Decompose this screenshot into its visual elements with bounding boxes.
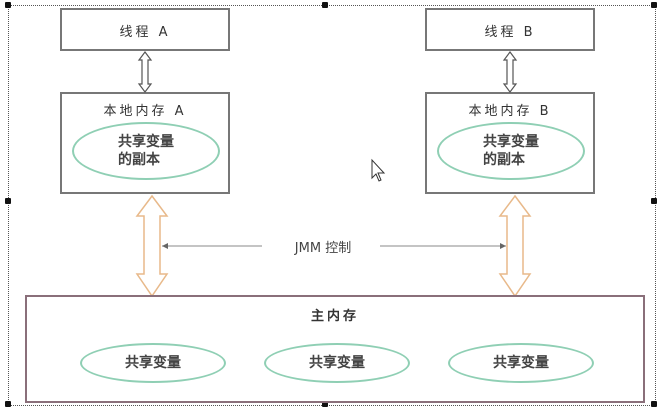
shared-copy-a-ellipse: 共享变量的副本 [72, 122, 220, 180]
copy-a-line1: 共享变量 [118, 134, 174, 150]
shared-variable-1: 共享变量 [125, 355, 181, 371]
shared-variable-ellipse-2: 共享变量 [264, 343, 410, 383]
resize-handle-b[interactable] [322, 401, 328, 407]
thread-a-double-arrow [137, 51, 153, 93]
copy-b-line1: 共享变量 [483, 134, 539, 150]
resize-handle-r[interactable] [651, 198, 657, 204]
resize-handle-bl[interactable] [5, 401, 11, 407]
thread-b-double-arrow [502, 51, 518, 93]
resize-handle-br[interactable] [651, 401, 657, 407]
resize-handle-tl[interactable] [5, 2, 11, 8]
resize-handle-l[interactable] [5, 198, 11, 204]
jmm-arrowhead-right [500, 243, 506, 249]
main-memory-label: 主内存 [310, 309, 359, 324]
local-memory-b-label: 本地内存 B [468, 104, 552, 119]
main-memory-box: 主内存 共享变量 共享变量 共享变量 [25, 295, 645, 403]
local-memory-a-label: 本地内存 A [103, 104, 187, 119]
thread-b-label: 线程 B [484, 25, 536, 40]
shared-variable-ellipse-3: 共享变量 [448, 343, 594, 383]
local-memory-a-box: 本地内存 A 共享变量的副本 [60, 92, 230, 194]
thread-a-label: 线程 A [119, 25, 171, 40]
shared-copy-b-ellipse: 共享变量的副本 [437, 122, 585, 180]
selection-frame[interactable] [8, 5, 656, 406]
mouse-cursor-icon [371, 158, 386, 182]
thread-b-box: 线程 B [425, 8, 595, 51]
jmm-arrowhead-left [162, 243, 168, 249]
resize-handle-t[interactable] [322, 2, 328, 8]
resize-handle-tr[interactable] [651, 2, 657, 8]
copy-a-line2: 的副本 [118, 152, 160, 168]
local-memory-b-box: 本地内存 B 共享变量的副本 [425, 92, 595, 194]
copy-b-line2: 的副本 [483, 152, 525, 168]
jmm-control-label: JMM 控制 [294, 241, 352, 256]
shared-variable-3: 共享变量 [493, 355, 549, 371]
thread-a-box: 线程 A [60, 8, 230, 51]
shared-variable-2: 共享变量 [309, 355, 365, 371]
shared-variable-ellipse-1: 共享变量 [80, 343, 226, 383]
